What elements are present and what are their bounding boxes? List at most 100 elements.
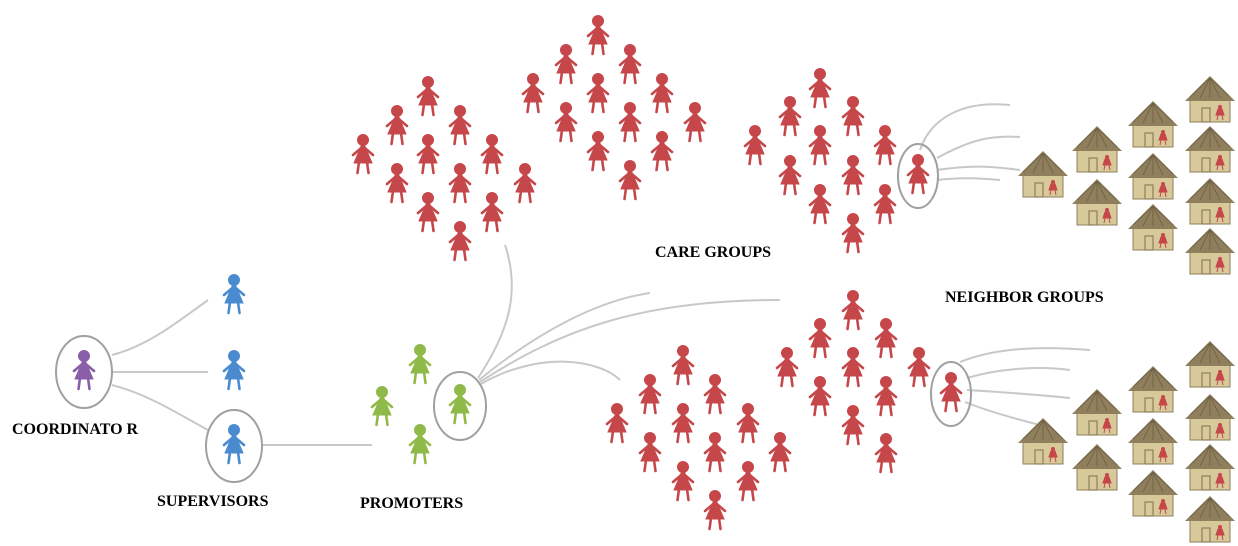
care-group-person-icon (775, 346, 799, 388)
supervisor-circle (205, 409, 263, 483)
care-group-leader-circle (897, 143, 939, 209)
care-group-person-icon (874, 375, 898, 417)
care-group-person-icon (874, 317, 898, 359)
care-group-person-icon (416, 191, 440, 233)
care-group-person-icon (736, 460, 760, 502)
care-group-person-icon (808, 183, 832, 225)
connector-line (936, 135, 1021, 159)
highlight-circles (55, 143, 972, 483)
care-group-person-icon (618, 159, 642, 201)
care-group-person-icon (808, 317, 832, 359)
house-icon (1184, 227, 1236, 275)
care-group-person-icon (385, 104, 409, 146)
care-group-person-icon (841, 346, 865, 388)
care-group-person-icon (650, 130, 674, 172)
connector-line (936, 165, 1021, 171)
house-icon (1127, 365, 1179, 413)
house-icon (1127, 100, 1179, 148)
care-group-person-icon (554, 43, 578, 85)
connector-lines (111, 103, 1091, 446)
care-group-person-icon (448, 104, 472, 146)
promoter-person-icon (408, 423, 432, 465)
connector-line (479, 299, 781, 383)
care-group-person-icon (385, 162, 409, 204)
care-groups-label: CARE GROUPS (655, 244, 772, 261)
care-group-person-icon (841, 95, 865, 137)
house-icon (1071, 388, 1123, 436)
coordinator-circle (55, 335, 113, 409)
care-group-person-icon (521, 72, 545, 114)
care-group-person-icon (650, 72, 674, 114)
care-group-person-icon (480, 191, 504, 233)
care-group-person-icon (703, 489, 727, 531)
care-group-person-icon (808, 375, 832, 417)
house-icon (1184, 495, 1236, 543)
promoters-label: PROMOTERS (360, 495, 464, 512)
care-group-person-icon (448, 162, 472, 204)
care-group-person-icon (416, 75, 440, 117)
care-group-person-icon (448, 220, 472, 262)
care-group-person-icon (841, 212, 865, 254)
care-group-person-icon (554, 101, 578, 143)
care-group-person-icon (671, 460, 695, 502)
care-group-person-icon (618, 101, 642, 143)
care-group-person-icon (605, 402, 629, 444)
care-group-person-icon (743, 124, 767, 166)
supervisor-person-icon (222, 423, 246, 465)
promoter-person-icon (448, 383, 472, 425)
care-group-person-icon (841, 154, 865, 196)
care-group-person-icon (703, 373, 727, 415)
connector-line (959, 347, 1091, 363)
care-group-person-icon (671, 402, 695, 444)
house-icon (1127, 417, 1179, 465)
care-group-person-icon (736, 402, 760, 444)
care-group-person-icon (778, 95, 802, 137)
house-icon (1127, 203, 1179, 251)
care-group-person-icon (907, 346, 931, 388)
care-group-person-icon (683, 101, 707, 143)
house-icon (1184, 125, 1236, 173)
care-group-person-icon (480, 133, 504, 175)
care-group-person-icon (874, 432, 898, 474)
neighbor-houses (1017, 75, 1236, 543)
care-group-person-icon (638, 373, 662, 415)
house-icon (1127, 469, 1179, 517)
promoter-person-icon (370, 385, 394, 427)
connector-line (966, 367, 1071, 379)
supervisor-person-icon (222, 273, 246, 315)
care-group-person-icon (586, 130, 610, 172)
care-group-person-icon (841, 404, 865, 446)
coordinator-label: COORDINATO R (12, 421, 139, 438)
connector-line (111, 384, 209, 431)
care-group-person-icon (939, 371, 963, 413)
house-icon (1017, 417, 1069, 465)
connector-line (919, 103, 1011, 151)
neighbor-groups-label: NEIGHBOR GROUPS (945, 289, 1104, 306)
house-icon (1184, 340, 1236, 388)
care-group-person-icon (416, 133, 440, 175)
care-group-person-icon (586, 72, 610, 114)
care-group-leader-circle (930, 361, 972, 427)
promoter-person-icon (408, 343, 432, 385)
connector-line (964, 401, 1041, 426)
house-icon (1071, 125, 1123, 173)
house-icon (1184, 393, 1236, 441)
promoter-circle (433, 371, 487, 441)
care-group-person-icon (768, 431, 792, 473)
house-icon (1071, 443, 1123, 491)
house-icon (1017, 150, 1069, 198)
house-icon (1184, 75, 1236, 123)
house-icon (1184, 443, 1236, 491)
care-group-person-icon (873, 183, 897, 225)
connector-line (478, 292, 651, 381)
supervisors-label: SUPERVISORS (157, 493, 269, 510)
connector-line (480, 360, 621, 385)
care-group-person-icon (671, 344, 695, 386)
supervisor-person-icon (222, 349, 246, 391)
connector-line (936, 177, 1001, 181)
connector-line (477, 244, 513, 379)
connector-line (966, 389, 1071, 399)
care-group-person-icon (586, 14, 610, 56)
house-icon (1071, 178, 1123, 226)
